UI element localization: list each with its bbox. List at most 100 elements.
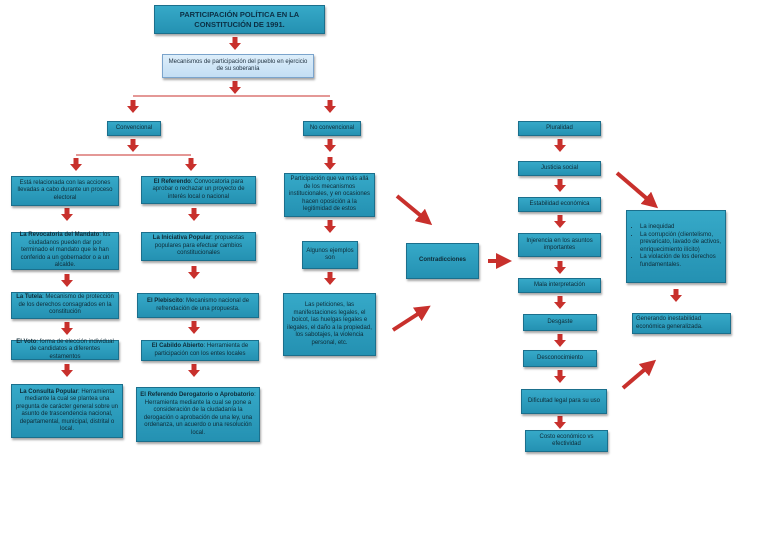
down-arrow bbox=[61, 208, 73, 221]
down-arrow bbox=[324, 157, 336, 170]
outcome-box: Generando inestabilidad económica genera… bbox=[632, 313, 731, 334]
down-arrow bbox=[188, 208, 200, 221]
definition: : los ciudadanos pueden dar por terminad… bbox=[20, 232, 111, 269]
down-arrow bbox=[188, 364, 200, 377]
down-arrow bbox=[229, 81, 241, 94]
definition: : Mecanismo de protección de los derecho… bbox=[18, 294, 114, 316]
chain-label: Injerencia en los asuntos importantes bbox=[526, 237, 593, 252]
problem-item: La violación de los derechos fundamental… bbox=[640, 254, 722, 269]
term: La Consulta Popular bbox=[19, 388, 78, 395]
down-arrow bbox=[127, 139, 139, 152]
diag-arrow-to-contradicciones-bottom bbox=[391, 305, 431, 332]
definition: : Mecanismo nacional de refrendación de … bbox=[156, 298, 250, 312]
contradicciones-label: Contradicciones bbox=[418, 257, 466, 264]
down-arrow bbox=[188, 321, 200, 334]
definition: : forma de elección individual de candid… bbox=[29, 338, 114, 360]
no-conv-examples-label: Algunos ejemplos son bbox=[302, 241, 358, 269]
down-arrow bbox=[324, 139, 336, 152]
down-arrow bbox=[324, 220, 336, 233]
chain-item-1: Pluralidad bbox=[518, 121, 601, 136]
down-arrow bbox=[324, 100, 336, 113]
convencional-box: Convencional bbox=[107, 121, 161, 136]
no-conv-description: Participación que va más allá de los mec… bbox=[284, 173, 375, 217]
conv-left-4: El Voto: forma de elección individual de… bbox=[11, 338, 119, 360]
definition: : Convocatoria para aprobar o rechazar u… bbox=[152, 178, 245, 200]
chain-label: Costo económico vs efectividad bbox=[539, 433, 594, 448]
chain-item-5: Mala interpretación bbox=[518, 278, 601, 293]
down-arrow bbox=[670, 289, 682, 302]
outcome-text: Generando inestabilidad económica genera… bbox=[636, 316, 703, 330]
chain-label: Mala interpretación bbox=[533, 281, 586, 288]
conv-left-3: La Tutela: Mecanismo de protección de lo… bbox=[11, 292, 119, 319]
term: La Revocatoria del Mandato bbox=[19, 232, 100, 239]
chain-label: Pluralidad bbox=[546, 124, 573, 131]
down-arrow bbox=[127, 100, 139, 113]
chain-item-8: Dificultad legal para su uso bbox=[521, 389, 607, 414]
definition: : Herramienta de participación con los e… bbox=[154, 343, 249, 357]
down-arrow bbox=[61, 322, 73, 335]
chain-label: Justicia social bbox=[540, 164, 578, 171]
conv-right-3: El Plebiscito: Mecanismo nacional de ref… bbox=[137, 293, 259, 318]
chain-item-2: Justicia social bbox=[518, 161, 601, 176]
no-conv-examples: Las peticiones, las manifestaciones lega… bbox=[283, 293, 376, 356]
definition: : Herramienta mediante la cual se plante… bbox=[15, 388, 119, 433]
term: La Tutela bbox=[16, 294, 43, 301]
conv-right-5: El Referendo Derogatorio o Aprobatorio: … bbox=[136, 387, 260, 442]
down-arrow bbox=[554, 334, 566, 347]
down-arrow bbox=[61, 364, 73, 377]
definition: : propuestas populares para efectuar cam… bbox=[154, 235, 245, 257]
no-convencional-box: No convencional bbox=[303, 121, 361, 136]
diag-arrow-to-contradicciones-top bbox=[395, 194, 433, 226]
term: La Iniciativa Popular bbox=[152, 235, 212, 242]
mechanisms-text: Mecanismos de participación del pueblo e… bbox=[168, 58, 308, 73]
chain-item-9: Costo económico vs efectividad bbox=[525, 430, 608, 452]
chain-label: Estabilidad económica bbox=[529, 200, 590, 207]
page-title: PARTICIPACIÓN POLÍTICA EN LA CONSTITUCIÓ… bbox=[179, 10, 300, 29]
conv-left-2: La Revocatoria del Mandato: los ciudadan… bbox=[11, 232, 119, 270]
chain-item-7: Desconocimiento bbox=[523, 350, 597, 367]
down-arrow bbox=[554, 261, 566, 274]
chain-label: Desgaste bbox=[547, 318, 573, 325]
down-arrow bbox=[188, 266, 200, 279]
down-arrow bbox=[554, 139, 566, 152]
contradicciones-box: Contradicciones bbox=[406, 243, 479, 279]
chain-label: Dificultad legal para su uso bbox=[527, 397, 601, 404]
down-arrow bbox=[61, 274, 73, 287]
down-arrow bbox=[70, 158, 82, 171]
problem-item: La inequidad bbox=[640, 224, 722, 232]
definition: : Herramienta mediante la cual se pone a… bbox=[143, 392, 256, 436]
conv-right-4: El Cabildo Abierto: Herramienta de parti… bbox=[141, 340, 259, 361]
chain-label: Desconocimiento bbox=[536, 354, 584, 361]
term: El Voto bbox=[16, 338, 37, 345]
mechanisms-box: Mecanismos de participación del pueblo e… bbox=[162, 54, 314, 78]
down-arrow bbox=[229, 37, 241, 50]
no-conv-description-text: Participación que va más allá de los mec… bbox=[288, 176, 371, 213]
down-arrow bbox=[185, 158, 197, 171]
down-arrow bbox=[554, 215, 566, 228]
problem-item: La corrupción (clientelismo, prevaricato… bbox=[640, 232, 722, 255]
examples-label-text: Algunos ejemplos son bbox=[306, 247, 354, 262]
title-box: PARTICIPACIÓN POLÍTICA EN LA CONSTITUCIÓ… bbox=[154, 5, 325, 34]
term: El Plebiscito bbox=[146, 298, 183, 304]
conv-right-1: El Referendo: Convocatoria para aprobar … bbox=[141, 176, 256, 204]
term: El Cabildo Abierto bbox=[151, 343, 204, 349]
definition: Está relacionada con las acciones llevad… bbox=[17, 179, 113, 201]
examples-text: Las peticiones, las manifestaciones lega… bbox=[287, 302, 372, 346]
conv-right-2: La Iniciativa Popular: propuestas popula… bbox=[141, 232, 256, 261]
down-arrow bbox=[554, 370, 566, 383]
down-arrow bbox=[554, 296, 566, 309]
conv-left-1: Está relacionada con las acciones llevad… bbox=[11, 176, 119, 206]
down-arrow bbox=[554, 416, 566, 429]
problems-box: La inequidad La corrupción (clientelismo… bbox=[626, 210, 726, 283]
diag-arrow-from-chain bbox=[621, 359, 657, 390]
chain-item-3: Estabilidad económica bbox=[518, 197, 601, 212]
diag-arrow-to-problems bbox=[615, 171, 659, 209]
conv-left-5: La Consulta Popular: Herramienta mediant… bbox=[11, 384, 123, 438]
down-arrow bbox=[324, 272, 336, 285]
chain-item-6: Desgaste bbox=[523, 314, 597, 331]
term: El Referendo Derogatorio o Aprobatorio bbox=[140, 392, 255, 398]
down-arrow bbox=[554, 179, 566, 192]
chain-item-4: Injerencia en los asuntos importantes bbox=[518, 233, 601, 257]
convencional-label: Convencional bbox=[115, 124, 153, 131]
